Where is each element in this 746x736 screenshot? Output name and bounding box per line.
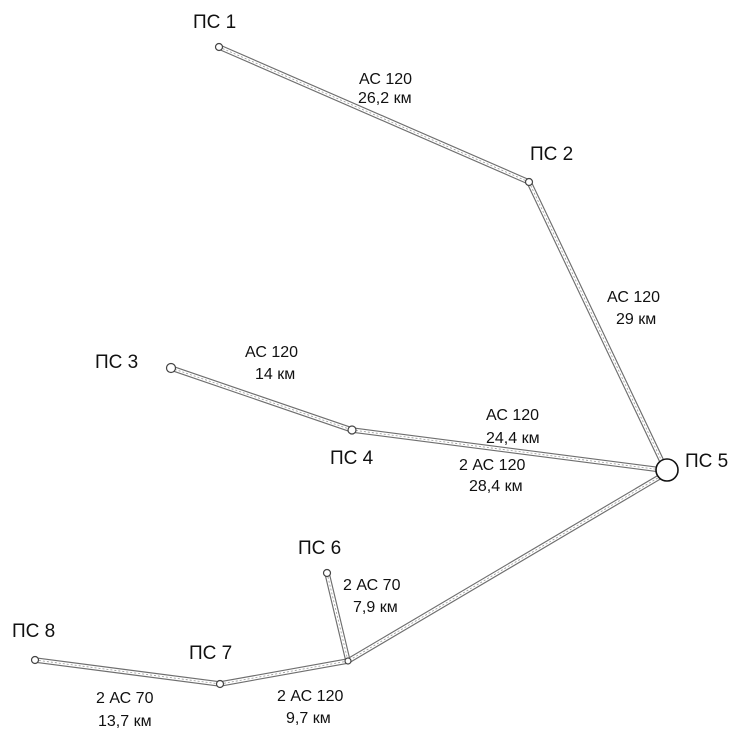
label-ps4: ПС 4 [330, 448, 374, 469]
label-ps5: ПС 5 [685, 451, 728, 472]
node-junction [344, 657, 352, 665]
line-ps7-junction [217, 658, 351, 687]
wire-label-ps4-ps5: АС 120 [486, 407, 539, 424]
node-ps6 [322, 568, 332, 578]
wire-label-ps5-junction: 2 АС 120 [459, 457, 525, 474]
length-label-ps3-ps4: 14 км [255, 366, 295, 383]
length-label-ps7-junction: 9,7 км [286, 710, 331, 727]
wire-label-ps2-ps5: АС 120 [607, 289, 660, 306]
node-ps3 [165, 362, 177, 374]
line-ps3-ps4 [168, 365, 355, 433]
node-ps5 [655, 458, 679, 482]
line-ps1-ps2 [216, 44, 532, 185]
line-ps8-ps7 [32, 657, 223, 687]
line-ps6-junction [324, 570, 351, 664]
length-label-ps4-ps5: 24,4 км [486, 430, 540, 447]
length-label-ps5-junction: 28,4 км [469, 478, 523, 495]
length-label-ps8-ps7: 13,7 км [98, 713, 152, 730]
node-ps2 [524, 177, 534, 187]
length-label-ps1-ps2: 26,2 км [358, 90, 412, 107]
length-label-ps2-ps5: 29 км [616, 311, 656, 328]
wire-label-ps3-ps4: АС 120 [245, 344, 298, 361]
node-ps7 [215, 679, 225, 689]
label-ps8: ПС 8 [12, 621, 55, 642]
label-ps3: ПС 3 [95, 352, 138, 373]
wire-label-ps8-ps7: 2 АС 70 [96, 690, 154, 707]
label-ps6: ПС 6 [298, 538, 341, 559]
node-ps4 [347, 425, 357, 435]
node-ps8 [30, 655, 40, 665]
line-ps2-ps5 [526, 179, 669, 473]
line-ps4-ps5 [349, 427, 665, 473]
wire-label-ps1-ps2: АС 120 [359, 71, 412, 88]
line-ps5-junction [345, 469, 671, 664]
node-ps1 [214, 42, 224, 52]
label-ps1: ПС 1 [193, 12, 236, 33]
wire-label-ps7-junction: 2 АС 120 [277, 688, 343, 705]
wire-label-ps6-junction: 2 АС 70 [343, 577, 401, 594]
label-ps2: ПС 2 [530, 144, 573, 165]
label-ps7: ПС 7 [189, 643, 232, 664]
length-label-ps6-junction: 7,9 км [353, 599, 398, 616]
